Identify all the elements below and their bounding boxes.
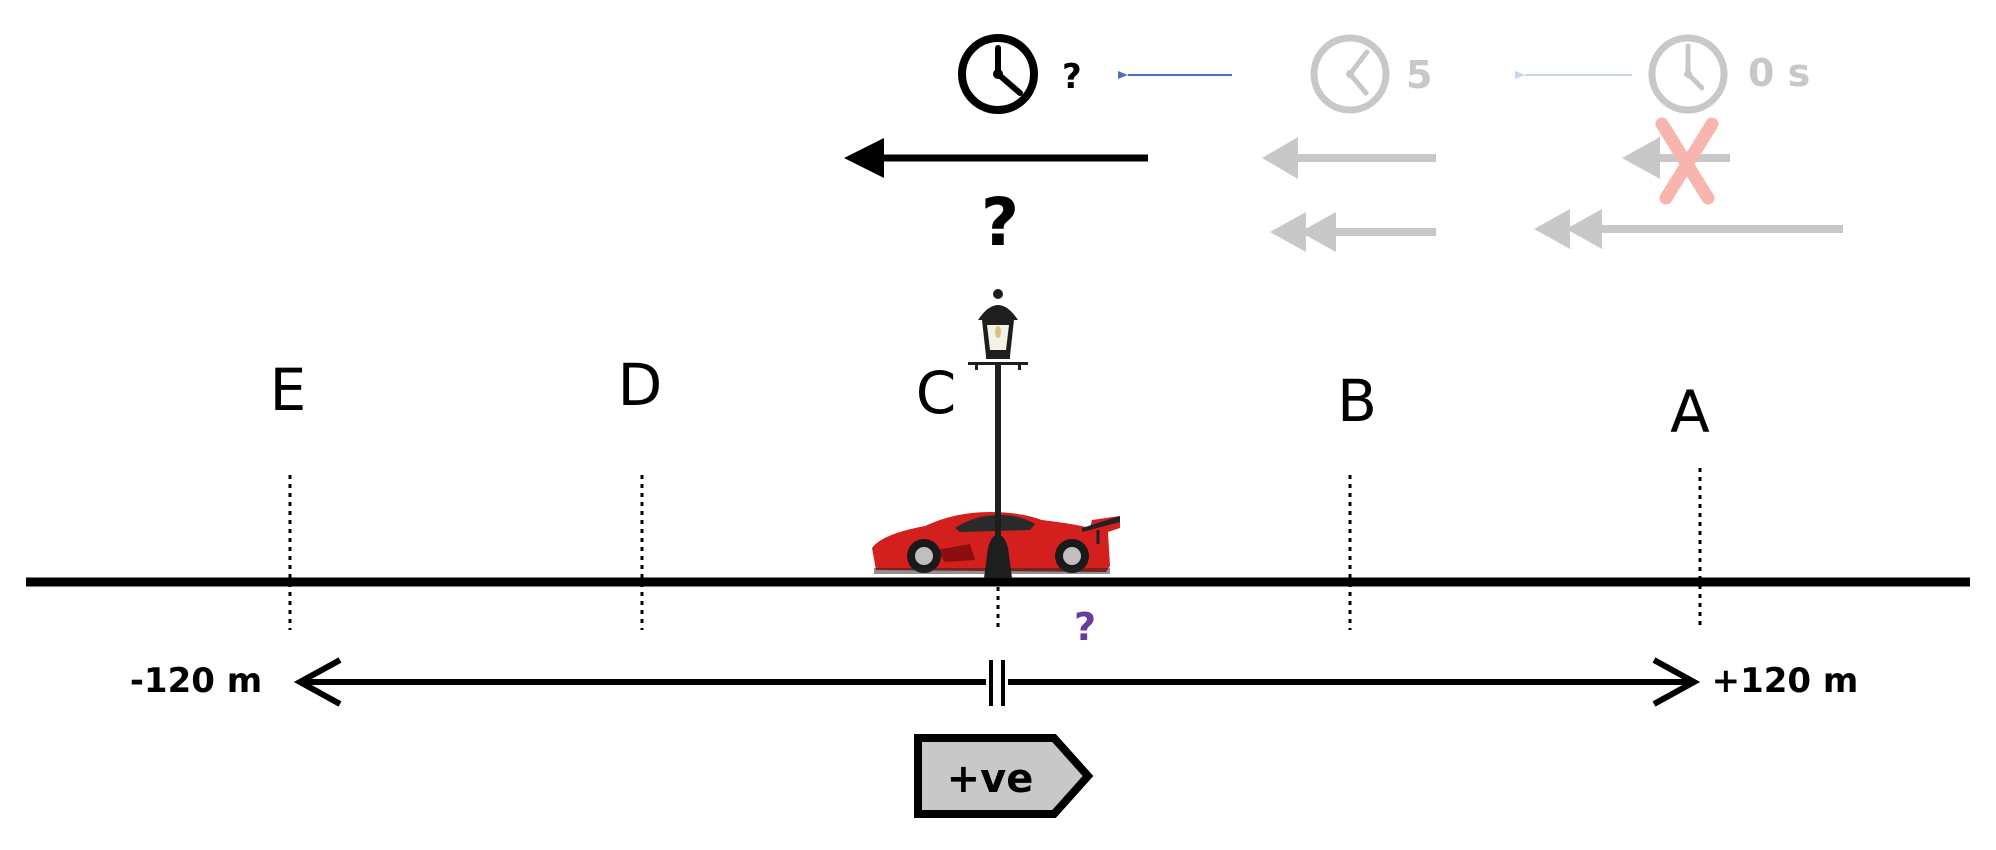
position-label-a: A xyxy=(1670,378,1710,446)
clock-icon xyxy=(1310,34,1390,114)
direction-tag-label: +ve xyxy=(947,756,1034,802)
clock-current-label: ? xyxy=(1062,57,1082,97)
clock-icon xyxy=(1648,34,1728,114)
velocity-arrow-current xyxy=(844,138,1148,178)
range-axis xyxy=(293,657,1701,707)
clock-first-label: 0 s xyxy=(1748,51,1810,95)
velocity-arrow-previous xyxy=(1262,137,1436,179)
position-label-c: C xyxy=(916,359,957,427)
lamp-post-icon xyxy=(968,289,1028,578)
clock-previous: 5 xyxy=(1310,34,1432,114)
position-label-e: E xyxy=(270,356,307,424)
clock-previous-label: 5 xyxy=(1406,53,1432,97)
velocity-question: ? xyxy=(981,184,1019,261)
acceleration-arrow-first xyxy=(1534,209,1843,249)
position-label-d: D xyxy=(618,351,663,419)
clock-current: ? xyxy=(958,34,1082,114)
axis-left-label: -120 m xyxy=(130,661,262,701)
cross-mark-icon xyxy=(1655,117,1719,205)
axis-right-label: +120 m xyxy=(1712,661,1859,701)
position-label-b: B xyxy=(1337,367,1377,435)
displacement-question: ? xyxy=(1074,605,1096,649)
clock-first: 0 s xyxy=(1648,34,1810,114)
clock-icon xyxy=(958,34,1038,114)
acceleration-arrow-previous xyxy=(1270,212,1436,252)
positive-direction-tag: +ve xyxy=(914,734,1094,818)
